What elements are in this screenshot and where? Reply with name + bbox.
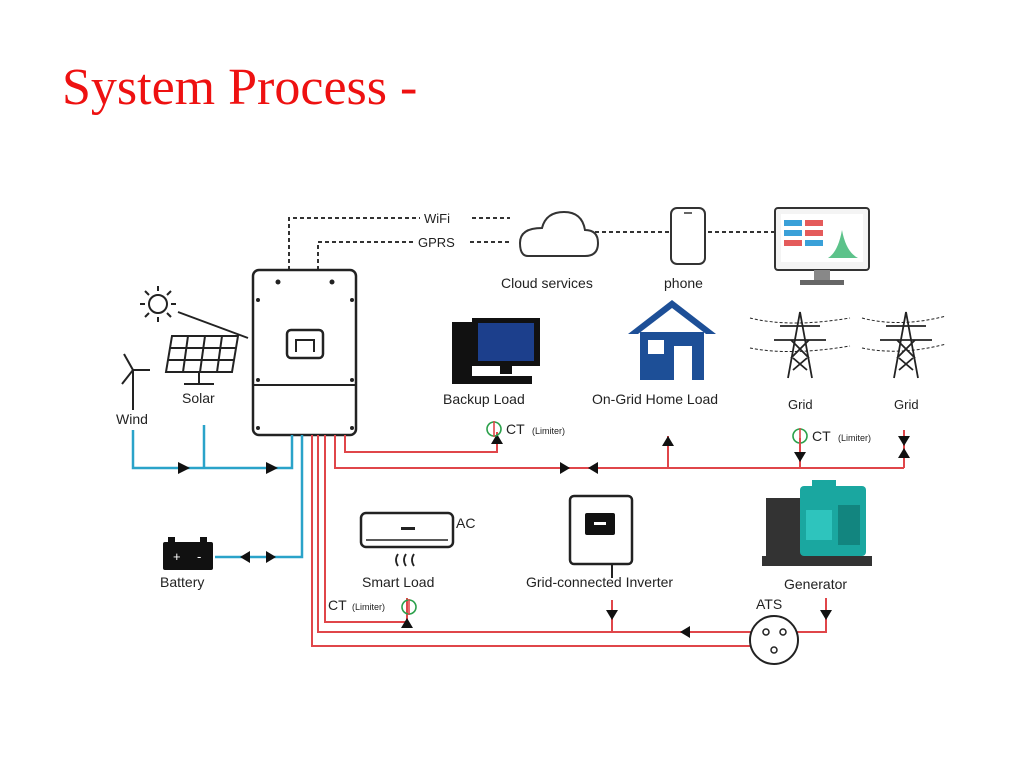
generator-icon [762,480,872,566]
cloud-icon [518,210,600,257]
ac-lines [311,430,905,647]
wind-turbine-icon [121,353,150,410]
hybrid-inverter [251,268,358,437]
comms-links [288,217,774,270]
house-icon [628,300,716,380]
ac-label: AC [456,515,475,531]
svg-text:-: - [197,549,201,564]
solar-label: Solar [182,390,215,406]
page-title: System Process - [62,59,418,116]
ct-sensor-smart-load: CT (Limiter) [328,597,417,615]
monitor-icon [774,207,870,285]
ct-sub-label: (Limiter) [532,426,565,436]
battery-icon: + - [163,537,213,570]
dc-lines [131,425,304,559]
backup-load-label: Backup Load [443,391,525,407]
ats-switch-icon [749,615,799,665]
grid-inverter-icon [568,494,634,578]
ac-arrows [401,434,910,638]
svg-text:+: + [173,549,181,564]
grid-connected-inverter-label: Grid-connected Inverter [526,574,673,590]
phone-icon [670,207,706,265]
battery-label: Battery [160,574,204,590]
grid-label-2: Grid [894,397,919,412]
ct-label: CT [328,597,347,613]
air-conditioner-icon [359,511,455,567]
generator-label: Generator [784,576,847,592]
phone-label: phone [664,275,703,291]
ct-sub-label: (Limiter) [838,433,871,443]
ct-sub-label: (Limiter) [352,602,385,612]
grid-tower-icon [861,311,947,379]
cloud-services-label: Cloud services [501,275,593,291]
desktop-pc-icon [452,318,540,384]
ct-sensor-backup: CT (Limiter) [486,421,565,437]
ct-sensor-grid: CT (Limiter) [792,428,871,444]
solar-panel-icon [164,335,240,385]
dc-arrows [178,462,278,563]
wifi-label: WiFi [424,211,450,226]
ct-label: CT [506,421,525,437]
grid-label-1: Grid [788,397,813,412]
wind-label: Wind [116,411,148,427]
sun-icon [140,286,249,339]
gprs-label: GPRS [418,235,455,250]
grid-tower-icon [749,311,851,379]
ats-label: ATS [756,596,782,612]
on-grid-home-load-label: On-Grid Home Load [592,391,718,407]
smart-load-label: Smart Load [362,574,434,590]
ct-label: CT [812,428,831,444]
